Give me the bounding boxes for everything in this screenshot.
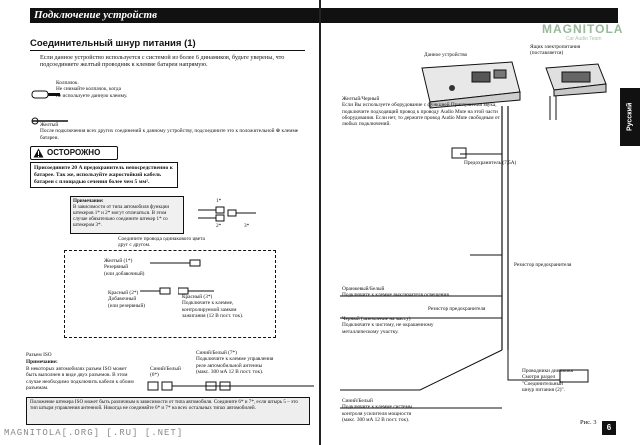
warning-header: ОСТОРОЖНО — [30, 146, 118, 160]
plug-one-label: 1* — [216, 198, 222, 204]
plug-three-label: 3* — [244, 223, 250, 229]
blue-white-amp-label: Синий/Белый Подключите к клемме системы … — [342, 398, 413, 423]
blue-white-6-label: Синий/Белый (6*) — [150, 366, 181, 379]
magnitola-logo: MAGNITOLA — [542, 22, 624, 36]
wire-red2-plug-icon — [140, 287, 171, 295]
blue-white-7-label: Синий/Белый (7*) Подключите к клемме упр… — [196, 350, 274, 375]
bottom-note-text: Положение штекера ISO может быть различн… — [30, 399, 298, 411]
page-gutter — [319, 0, 321, 445]
note1-text: В зависимости от типа автомобиля функции… — [73, 204, 170, 228]
yellow-wire-icon — [31, 117, 68, 125]
warning-triangle-icon — [33, 148, 44, 158]
device-label: Данное устройство — [424, 52, 468, 58]
magnitola-logo-sub: Car Audio Team — [566, 36, 602, 42]
note1-box: Примечание: В зависимости от типа автомо… — [70, 196, 184, 234]
head-unit-drawing — [421, 61, 521, 109]
note1-title: Примечание: — [73, 198, 104, 204]
subsection-rule — [30, 50, 305, 51]
cap-label: Колпачок. Не снимайте колпачок, когда не… — [56, 80, 128, 99]
connect-same-color: Соедините провода одинакового цвета друг… — [118, 236, 205, 249]
power-box-drawing — [545, 63, 607, 97]
wire-yellow1-plug-icon — [150, 259, 201, 267]
yellow-wire-label: Желтый После подключения всех других сое… — [40, 122, 299, 141]
figure-label: Рис. 3 — [580, 419, 597, 426]
wire-red3-label: Красный (3*) Подключите к клемме, контро… — [182, 294, 244, 319]
left-page: Подключение устройств Соединительный шну… — [4, 8, 618, 438]
wiring-lines — [340, 96, 589, 409]
plug-diagram — [198, 206, 256, 222]
note2-text: В некоторых автомобилях разъем ISO может… — [26, 366, 134, 391]
bottom-note-box: Положение штекера ISO может быть различн… — [26, 397, 310, 425]
language-side-tab: Русский — [620, 88, 640, 146]
watermark-url: MAGNITOLA[.ORG] [.RU] [.NET] — [4, 428, 184, 438]
power-box-label: Ящик электропитания (поставляется) — [530, 44, 581, 57]
note2-title: Примечание: — [26, 359, 58, 365]
intro-paragraph: Если данное устройство используется с си… — [40, 54, 285, 69]
iso-label: Разъем ISO — [26, 352, 52, 358]
fuse-resistor-2-label: Резистор предохранителя — [428, 306, 486, 312]
fuse-resistor-1-label: Резистор предохранителя — [514, 262, 572, 268]
warning-box: Присоедините 20 A предохранитель непосре… — [30, 162, 178, 189]
wire-yellow1-label: Желтый (1*) Резервный (или добавочный) — [104, 258, 145, 277]
speaker-leads-label: Проводники динамика Смотри раздел "Соеди… — [522, 368, 573, 393]
black-ground-label: Черный (заземление на массу) Подключите … — [342, 316, 434, 335]
warning-title: ОСТОРОЖНО — [47, 148, 101, 157]
section-title: Подключение устройств — [34, 9, 157, 21]
subsection-title: Соединительный шнур питания (1) — [30, 38, 196, 49]
terminal-cap-icon — [31, 90, 60, 99]
plug-two-label: 2* — [216, 223, 222, 229]
iso-plugs-diagram — [147, 381, 314, 391]
fuse-label: Предохранитель (7,5A) — [464, 160, 517, 166]
orange-white-label: Оранжевый/Белый Подключите к клемме выкл… — [342, 286, 451, 299]
wire-red2-label: Красный (2*) Добавочный (или резервный) — [108, 290, 146, 309]
yellow-black-label: Желтый/Черный Если Вы используете оборуд… — [342, 96, 500, 128]
wire-group-dashed-box — [64, 250, 276, 338]
page-number-right: 6 — [602, 421, 616, 435]
wire-red3-plug-icon — [178, 287, 214, 295]
section-header-bar — [30, 8, 618, 23]
